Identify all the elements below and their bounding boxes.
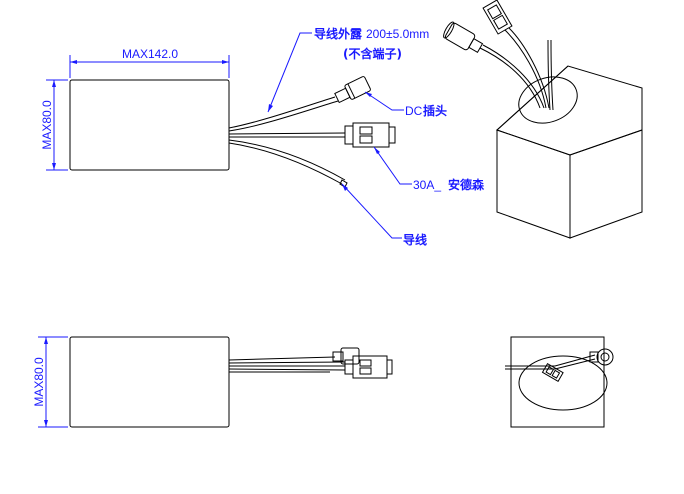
- wire-exposed-length: 200±5.0mm: [366, 27, 429, 41]
- side-view-body: [69, 336, 230, 428]
- end-anderson: [541, 362, 564, 383]
- end-view: [505, 336, 614, 428]
- dc-plug: [334, 76, 371, 104]
- isometric-view: [443, 0, 643, 239]
- wire-exposed-note: (不含端子): [343, 46, 402, 61]
- dc-plug-prefix: DC: [405, 104, 423, 118]
- end-dc-plug: [589, 348, 614, 366]
- wire-exposed-prefix: 导线外露: [314, 26, 363, 41]
- width-dim-text: MAX142.0: [122, 47, 178, 61]
- dc-plug-name: 插头: [423, 103, 447, 118]
- top-view-body: [69, 79, 230, 171]
- side-wires: [228, 356, 346, 373]
- side-view: MAX80.0: [32, 336, 393, 428]
- height-dimension-side: MAX80.0: [32, 336, 68, 428]
- width-dimension: MAX142.0: [69, 47, 230, 78]
- anderson-name: 安德森: [448, 177, 485, 192]
- top-view: MAX142.0 MAX80.0: [40, 47, 396, 188]
- anderson-connector: [344, 122, 396, 148]
- callouts: 导线外露 200±5.0mm (不含端子) DC 插头 30A_ 安德森 导线: [267, 26, 485, 247]
- anderson-prefix: 30A_: [413, 178, 441, 192]
- end-view-body: [510, 336, 605, 428]
- iso-dc-plug: [443, 21, 484, 54]
- wire-label: 导线: [403, 232, 427, 247]
- iso-wires: [479, 27, 554, 111]
- iso-anderson: [482, 0, 513, 35]
- height-dim-text-side: MAX80.0: [32, 357, 46, 407]
- wire-bundle: [228, 96, 346, 185]
- side-anderson: [344, 355, 393, 379]
- height-dimension-top: MAX80.0: [40, 79, 68, 171]
- height-dim-text-top: MAX80.0: [40, 100, 54, 150]
